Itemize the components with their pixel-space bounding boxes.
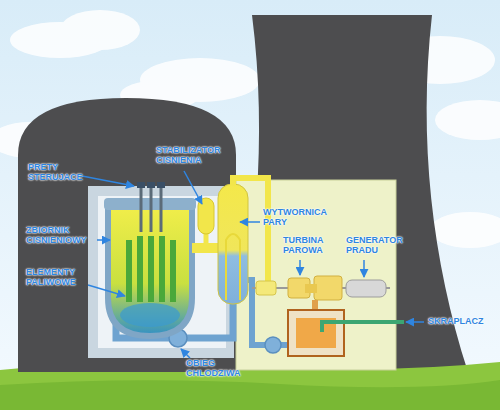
control-rods bbox=[141, 186, 161, 232]
callout-label: OBIEG CHLODZIWA bbox=[186, 359, 250, 379]
callout-label: STABILIZATOR CISNIENIA bbox=[156, 146, 238, 166]
feedwater-pipe bbox=[247, 280, 290, 345]
leader-arrows bbox=[82, 171, 424, 358]
turbine-hall bbox=[236, 180, 396, 370]
steam-generator bbox=[218, 184, 248, 304]
steam-turbine bbox=[256, 281, 276, 295]
steam-line bbox=[233, 178, 268, 288]
fuel-elements bbox=[126, 236, 176, 302]
callout-label: PRETY STERUJACE bbox=[28, 163, 90, 183]
callout-label: WYTWORNICA PARY bbox=[263, 208, 333, 228]
generator bbox=[346, 280, 386, 297]
callout-label: TURBINA PAROWA bbox=[283, 236, 341, 256]
callout-label: ELEMENTY PALIWOWE bbox=[26, 268, 92, 288]
pressurizer bbox=[198, 198, 214, 234]
hot-leg bbox=[192, 243, 220, 253]
condenser bbox=[288, 310, 344, 356]
callout-label: ZBIORNIK CISNIENIOWY bbox=[26, 226, 98, 246]
containment-building bbox=[18, 98, 236, 372]
feedwater-pump bbox=[265, 337, 281, 353]
cooling-water-pipe bbox=[322, 322, 404, 332]
containment-wall bbox=[88, 186, 234, 358]
callout-label: GENERATOR PRADU bbox=[346, 236, 412, 256]
callout-label: SKRAPLACZ bbox=[428, 317, 494, 327]
